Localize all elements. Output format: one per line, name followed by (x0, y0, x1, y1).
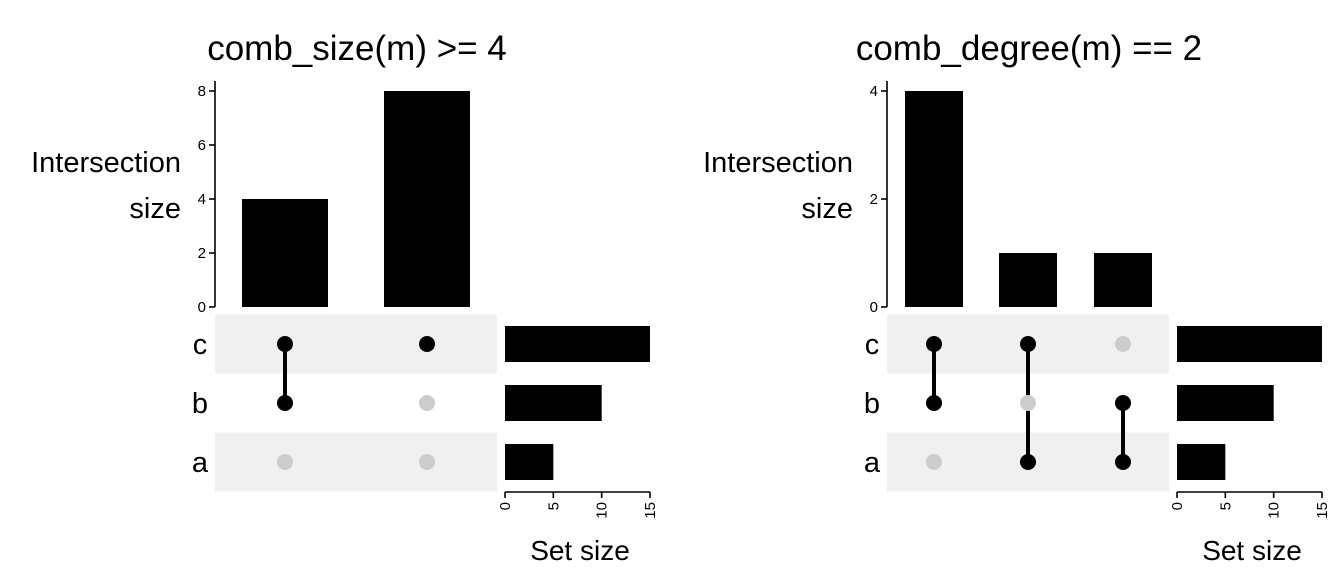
set-size-tick-label: 5 (1217, 502, 1234, 510)
y-tick-label: 2 (198, 245, 206, 262)
set-size-tick-label: 0 (497, 502, 514, 510)
matrix-dot-filled (1115, 395, 1131, 411)
matrix-dot-empty (926, 454, 942, 470)
matrix-dot-empty (1115, 336, 1131, 352)
set-size-bar (505, 444, 554, 480)
matrix-dot-filled (1020, 336, 1036, 352)
matrix-dot-filled (1020, 454, 1036, 470)
set-size-tick-label: 5 (545, 502, 562, 510)
intersection-bar (905, 91, 963, 307)
matrix-dot-filled (277, 336, 293, 352)
y-tick-label: 4 (198, 191, 206, 208)
intersection-bar (384, 91, 470, 307)
y-tick-label: 6 (198, 137, 206, 154)
set-name-c: c (865, 329, 880, 361)
set-name-c: c (193, 329, 208, 361)
set-size-bar (1177, 444, 1226, 480)
y-tick-label: 0 (198, 299, 206, 316)
set-size-tick-label: 10 (1266, 502, 1283, 519)
y-tick-label: 8 (198, 83, 206, 100)
matrix-dot-empty (1020, 395, 1036, 411)
matrix-dot-filled (926, 336, 942, 352)
intersection-bar (242, 199, 328, 307)
set-size-bar (1177, 385, 1274, 421)
y-tick-label: 4 (870, 83, 878, 100)
matrix-dot-filled (277, 395, 293, 411)
set-size-tick-label: 15 (642, 502, 659, 519)
intersection-bar (999, 253, 1057, 307)
chart-title: comb_degree(m) == 2 (856, 29, 1202, 68)
set-name-b: b (864, 388, 880, 420)
matrix-dot-filled (1115, 454, 1131, 470)
set-size-tick-label: 0 (1169, 502, 1186, 510)
y-axis-label-line: size (801, 193, 853, 225)
matrix-row-band (215, 432, 497, 492)
set-size-bar (505, 326, 651, 362)
y-tick-label: 2 (870, 191, 878, 208)
set-size-bar (505, 385, 602, 421)
set-size-tick-label: 10 (594, 502, 611, 519)
y-axis-label-line: Intersection (703, 147, 853, 179)
matrix-dot-empty (277, 454, 293, 470)
chart-title: comb_size(m) >= 4 (207, 29, 507, 68)
matrix-dot-filled (419, 336, 435, 352)
y-tick-label: 0 (870, 299, 878, 316)
y-axis-label-line: size (129, 193, 181, 225)
upset-panel-comb-size: comb_size(m) >= 4 Intersection size 0 2 4 6 8 cb… (31, 29, 659, 566)
set-name-a: a (192, 447, 209, 479)
set-name-b: b (192, 388, 208, 420)
set-size-tick-label: 15 (1314, 502, 1331, 519)
matrix-dot-empty (419, 454, 435, 470)
upset-panel-comb-degree: comb_degree(m) == 2 Intersection size 0 2 4 cb… (703, 29, 1331, 566)
matrix-dot-empty (419, 395, 435, 411)
matrix-row-band (215, 314, 497, 374)
intersection-bar (1094, 253, 1152, 307)
set-size-axis-label: Set size (1202, 535, 1302, 566)
matrix-dot-filled (926, 395, 942, 411)
set-size-bar (1177, 326, 1323, 362)
y-axis-label-line: Intersection (31, 147, 181, 179)
set-size-axis-label: Set size (530, 535, 630, 566)
set-name-a: a (864, 447, 881, 479)
